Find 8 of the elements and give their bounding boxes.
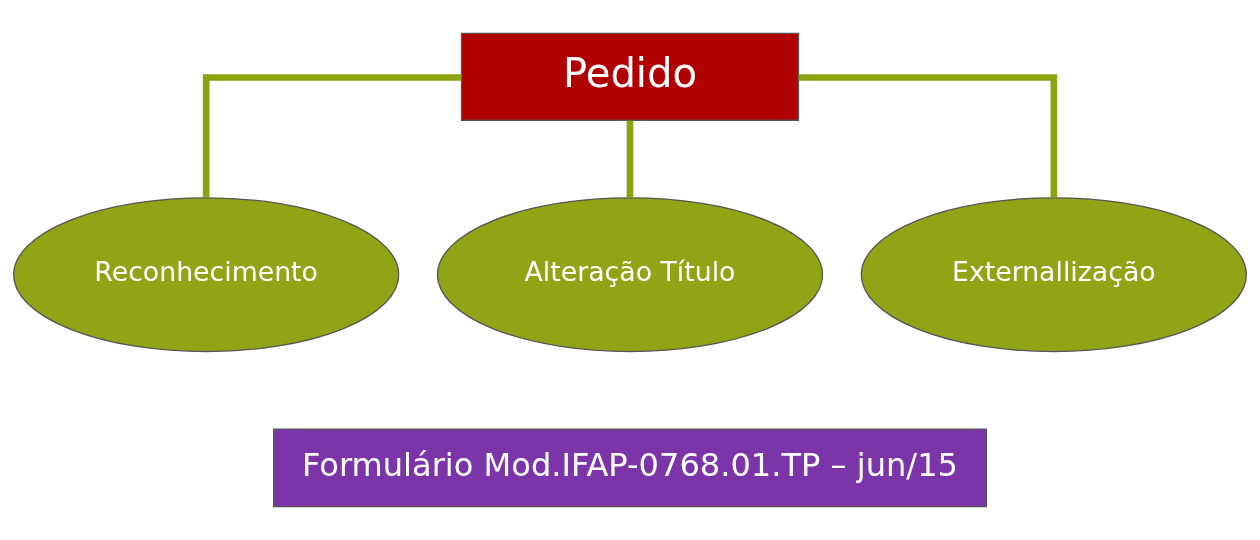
node-ellipse: Reconhecimento: [12, 197, 400, 353]
node-box: Formulário Mod.IFAP-0768.01.TP – jun/15: [273, 428, 987, 508]
connector: [798, 74, 1058, 198]
node-ellipse: Externallização: [860, 197, 1248, 353]
connector: [626, 120, 634, 198]
connector: [202, 74, 462, 198]
node-box: Pedido: [460, 32, 800, 121]
node-ellipse: Alteração Título: [436, 197, 824, 353]
